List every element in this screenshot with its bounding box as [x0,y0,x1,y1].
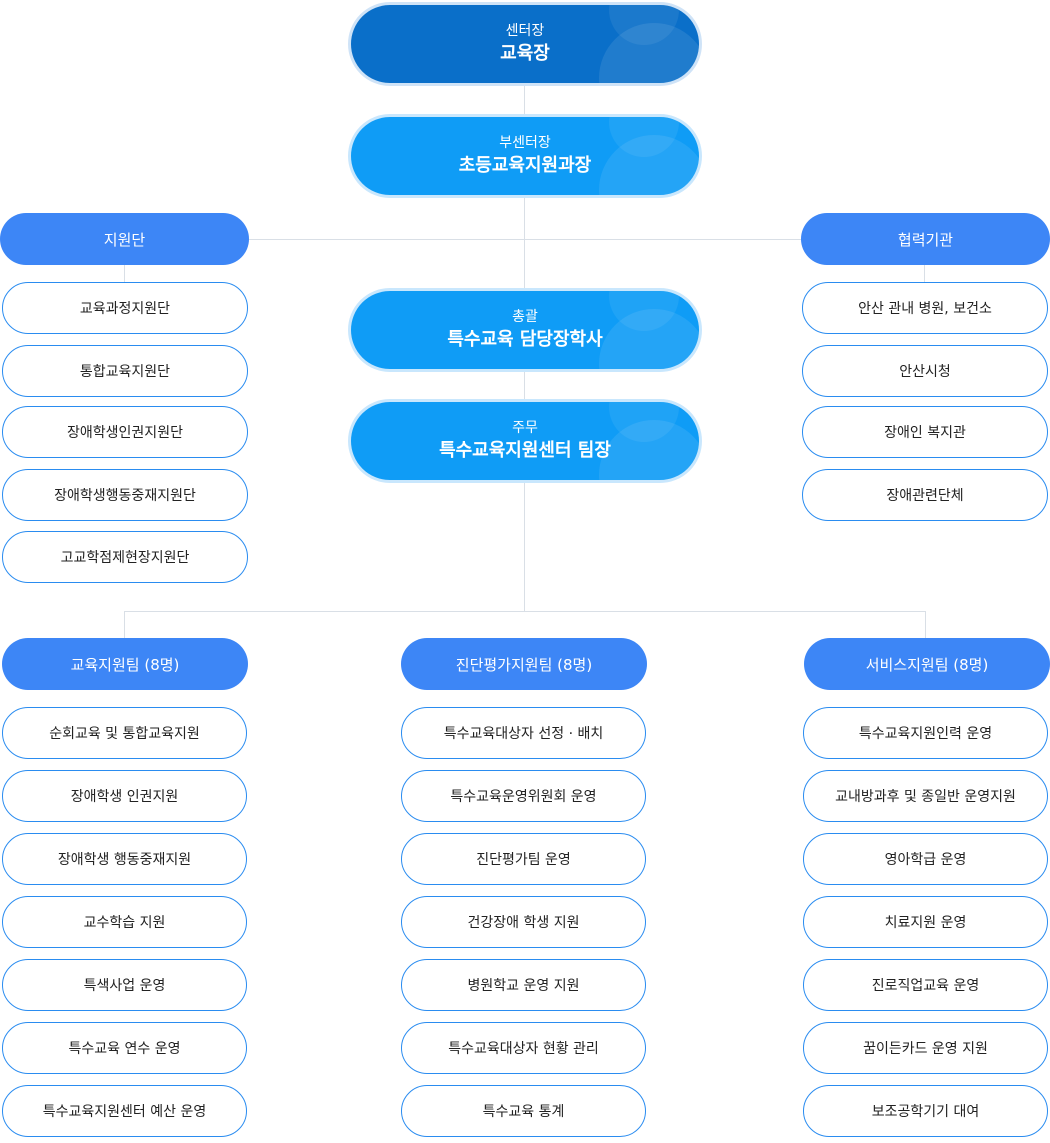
team-task-item: 보조공학기기 대여 [803,1085,1048,1137]
team-task-item: 병원학교 운영 지원 [401,959,646,1011]
team-task-item: 영아학급 운영 [803,833,1048,885]
team-task-item: 건강장애 학생 지원 [401,896,646,948]
general-role: 총괄 [512,309,538,325]
connector-support-down [124,264,125,284]
support-group-item: 교육과정지원단 [2,282,248,334]
team-task-item: 장애학생 행동중재지원 [2,833,247,885]
team-task-item: 치료지원 운영 [803,896,1048,948]
team-task-item: 진단평가팀 운영 [401,833,646,885]
team-task-item: 순회교육 및 통합교육지원 [2,707,247,759]
team-task-item: 장애학생 인권지원 [2,770,247,822]
director-role: 센터장 [505,23,545,39]
team-task-item: 교수학습 지원 [2,896,247,948]
team-task-item: 특수교육 통계 [401,1085,646,1137]
connector-team3-down [925,611,926,639]
connector-teams-horizontal [124,611,926,612]
partner-item: 장애관련단체 [802,469,1048,521]
team-task-item: 진로직업교육 운영 [803,959,1048,1011]
team-task-item: 특색사업 운영 [2,959,247,1011]
general-name: 특수교육 담당장학사 [447,329,603,350]
education-support-team-header: 교육지원팀 (8명) [2,638,248,690]
team-task-item: 특수교육지원센터 예산 운영 [2,1085,247,1137]
connector-partners-down [924,264,925,284]
team-task-item: 교내방과후 및 종일반 운영지원 [803,770,1048,822]
support-group-item: 통합교육지원단 [2,345,248,397]
team-task-item: 꿈이든카드 운영 지원 [803,1022,1048,1074]
connector-team1-down [124,611,125,639]
main-role: 주무 [512,420,538,436]
team-task-item: 특수교육운영위원회 운영 [401,770,646,822]
partner-item: 안산 관내 병원, 보건소 [802,282,1048,334]
vice-director-node: 부센터장 초등교육지원과장 [348,114,702,198]
service-support-team-header: 서비스지원팀 (8명) [804,638,1050,690]
support-group-item: 장애학생행동중재지원단 [2,469,248,521]
support-group-header: 지원단 [0,213,249,265]
team-task-item: 특수교육대상자 선정 · 배치 [401,707,646,759]
partner-item: 안산시청 [802,345,1048,397]
vice-director-role: 부센터장 [499,135,551,151]
main-node: 주무 특수교육지원센터 팀장 [348,399,702,483]
director-node: 센터장 교육장 [348,2,702,86]
team-task-item: 특수교육지원인력 운영 [803,707,1048,759]
team-task-item: 특수교육 연수 운영 [2,1022,247,1074]
main-name: 특수교육지원센터 팀장 [439,440,611,461]
director-name: 교육장 [500,43,550,64]
connector-side-horizontal [248,239,802,240]
partner-item: 장애인 복지관 [802,406,1048,458]
general-node: 총괄 특수교육 담당장학사 [348,288,702,372]
diagnosis-support-team-header: 진단평가지원팀 (8명) [401,638,647,690]
partners-header: 협력기관 [801,213,1050,265]
vice-director-name: 초등교육지원과장 [458,155,592,176]
support-group-item: 고교학점제현장지원단 [2,531,248,583]
support-group-item: 장애학생인권지원단 [2,406,248,458]
team-task-item: 특수교육대상자 현황 관리 [401,1022,646,1074]
